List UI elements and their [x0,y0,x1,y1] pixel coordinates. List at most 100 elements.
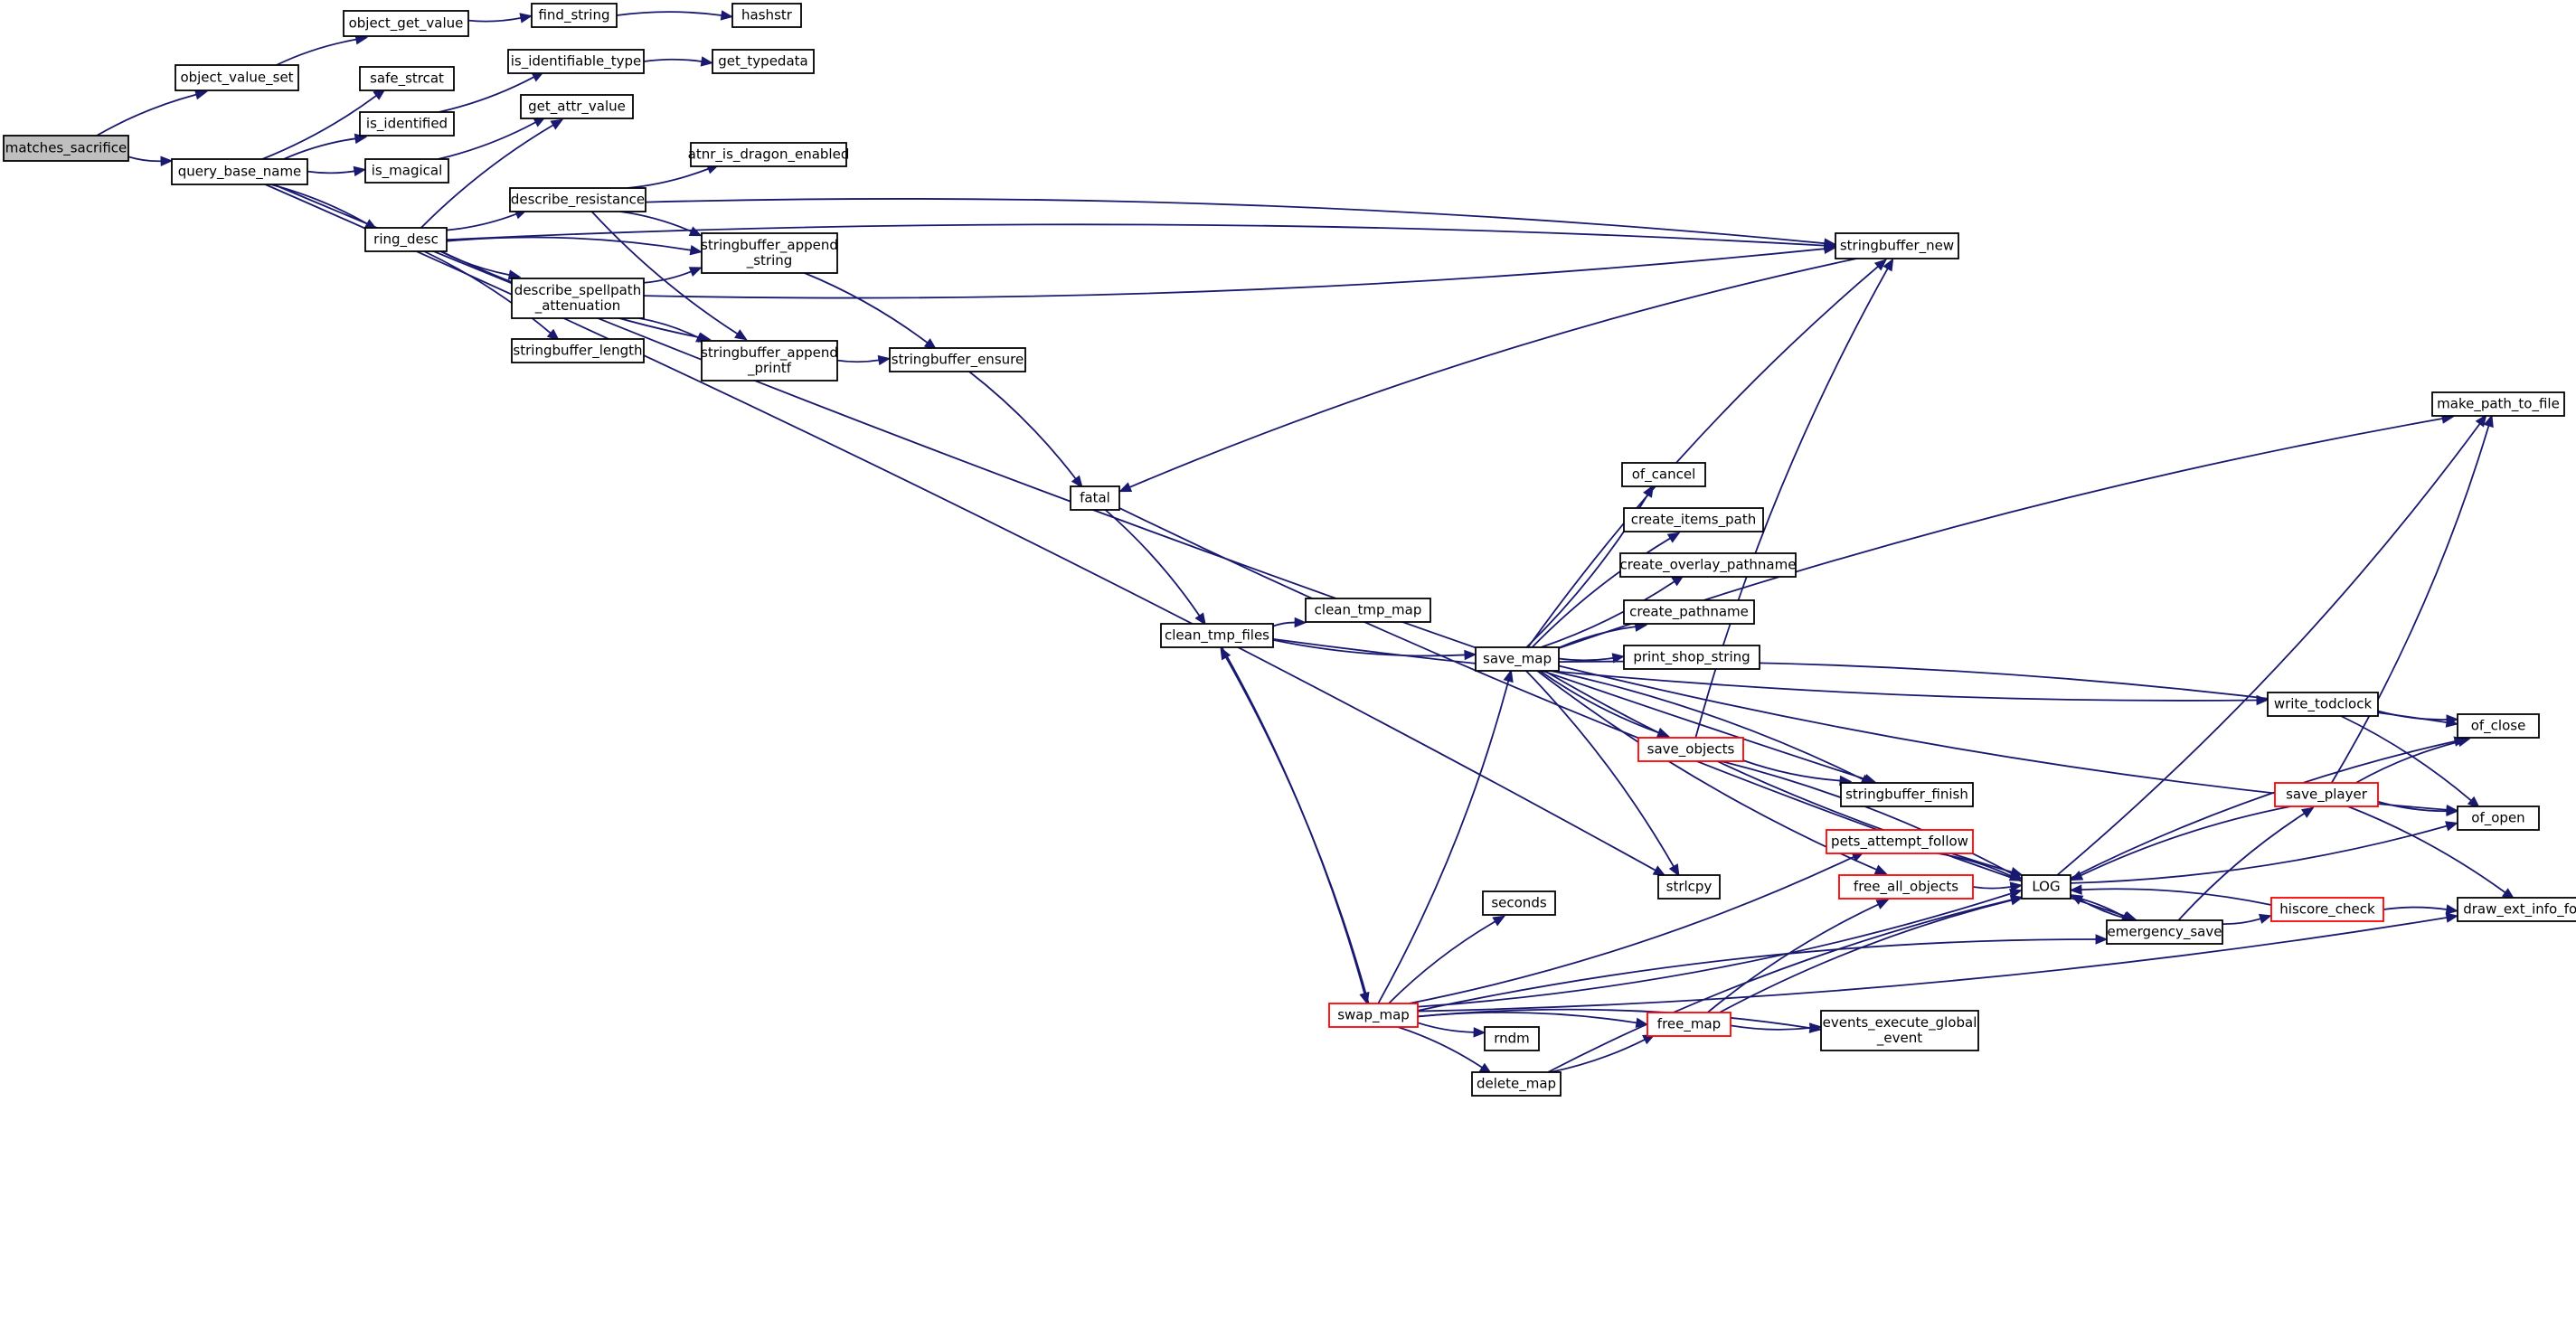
node-box [1305,598,1431,623]
node-box [359,66,455,91]
node-stringbuffer_append_printf[interactable]: stringbuffer_append_printf [701,340,838,382]
node-free_all_objects[interactable]: free_all_objects [1838,874,1974,900]
node-clean_tmp_map[interactable]: clean_tmp_map [1305,598,1431,623]
node-draw_ext_info_format[interactable]: draw_ext_info_format [2457,897,2576,922]
edge-object_value_set-to-object_get_value [276,34,369,66]
node-label: safe_strcat [370,71,444,88]
node-label: emergency_save [2108,924,2222,941]
node-pets_attempt_follow[interactable]: pets_attempt_follow [1826,829,1974,854]
edge-save_player-to-make_path_to_file [2330,414,2494,784]
edge-save_player-to-of_close [2355,737,2471,784]
node-of_open[interactable]: of_open [2457,806,2540,831]
node-LOG[interactable]: LOG [2021,874,2071,900]
node-create_pathname[interactable]: create_pathname [1623,599,1755,625]
node-label: fatal [1080,490,1110,506]
node-hashstr[interactable]: hashstr [731,3,802,28]
node-describe_spellpath_attenuation[interactable]: describe_spellpath_attenuation [511,278,645,319]
node-create_overlay_pathname[interactable]: create_overlay_pathname [1619,552,1797,578]
node-object_value_set[interactable]: object_value_set [175,64,299,91]
node-box [364,227,448,252]
node-save_player[interactable]: save_player [2274,782,2379,807]
edge-swap_map-to-pets_attempt_follow [1409,852,1865,1004]
edge-ring_desc-to-describe_resistance [446,209,528,231]
node-label: describe_spellpath [514,282,641,299]
node-print_shop_string[interactable]: print_shop_string [1623,645,1760,670]
node-of_cancel[interactable]: of_cancel [1621,462,1706,487]
node-hiscore_check[interactable]: hiscore_check [2270,897,2384,922]
node-box [1621,462,1706,487]
node-of_close[interactable]: of_close [2457,713,2540,739]
node-label: stringbuffer_ensure [892,352,1024,369]
edges-layer [96,10,2515,1075]
node-make_path_to_file[interactable]: make_path_to_file [2431,391,2565,417]
node-label: create_pathname [1629,604,1749,621]
node-is_magical[interactable]: is_magical [364,158,449,184]
node-get_typedata[interactable]: get_typedata [712,49,815,74]
edge-stringbuffer_new-to-fatal [1118,258,1857,493]
node-box [2267,692,2379,717]
node-box [175,64,299,91]
node-label: find_string [538,7,609,24]
node-is_identified[interactable]: is_identified [359,111,455,137]
node-box [1657,874,1721,900]
node-box [2457,806,2540,831]
edge-stringbuffer_append_string-to-stringbuffer_ensure [804,272,938,351]
node-events_execute_global_event[interactable]: events_execute_global_event [1820,1010,1979,1051]
node-box [2457,897,2576,922]
node-label: get_typedata [718,53,807,71]
node-label: _printf [747,360,792,377]
node-is_identifiable_type[interactable]: is_identifiable_type [507,49,645,74]
node-stringbuffer_new[interactable]: stringbuffer_new [1835,232,1959,259]
edge-swap_map-to-draw_ext_info_format [1417,912,2459,1013]
node-describe_resistance[interactable]: describe_resistance [509,187,646,212]
node-free_map[interactable]: free_map [1647,1012,1731,1037]
node-save_objects[interactable]: save_objects [1637,737,1744,762]
node-create_items_path[interactable]: create_items_path [1623,507,1764,532]
node-emergency_save[interactable]: emergency_save [2106,919,2223,945]
edge-swap_map-to-rndm [1417,1022,1486,1038]
node-get_attr_value[interactable]: get_attr_value [520,94,634,119]
node-label: hiscore_check [2279,901,2375,919]
node-stringbuffer_append_string[interactable]: stringbuffer_append_string [701,232,838,274]
node-box [1647,1012,1731,1037]
node-write_todclock[interactable]: write_todclock [2267,692,2379,717]
node-box [511,338,645,363]
node-box [1840,782,1974,807]
node-fatal[interactable]: fatal [1070,485,1120,511]
node-save_map[interactable]: save_map [1475,646,1560,672]
node-stringbuffer_finish[interactable]: stringbuffer_finish [1840,782,1974,807]
node-find_string[interactable]: find_string [531,3,618,28]
node-label: ring_desc [373,231,439,249]
node-stringbuffer_length[interactable]: stringbuffer_length [511,338,645,363]
edge-stringbuffer_append_printf-to-stringbuffer_ensure [836,354,892,366]
node-stringbuffer_ensure[interactable]: stringbuffer_ensure [889,347,1026,372]
edge-clean_tmp_files-to-clean_tmp_map [1272,617,1307,628]
edge-save_objects-to-stringbuffer_finish [1742,759,1853,787]
node-strlcpy[interactable]: strlcpy [1657,874,1721,900]
node-atnr_is_dragon_enabled[interactable]: atnr_is_dragon_enabled [688,142,850,167]
node-box [3,135,129,162]
node-safe_strcat[interactable]: safe_strcat [359,66,455,91]
node-label: _attenuation [534,297,621,315]
node-rndm[interactable]: rndm [1484,1026,1540,1051]
node-box [364,158,449,184]
nodes-layer: matches_sacrifice object_value_set query_b… [3,3,2576,1097]
node-box [511,278,645,319]
node-delete_map[interactable]: delete_map [1471,1071,1562,1097]
node-seconds[interactable]: seconds [1482,890,1556,916]
edge-query_base_name-to-is_identified [283,133,368,160]
node-ring_desc[interactable]: ring_desc [364,227,448,252]
edge-swap_map-to-clean_tmp_files [1220,646,1370,1004]
node-box [1160,623,1274,648]
node-matches_sacrifice[interactable]: matches_sacrifice [3,135,129,162]
node-box [1826,829,1974,854]
edge-save_player-to-LOG [2070,806,2291,881]
node-query_base_name[interactable]: query_base_name [171,158,308,185]
node-object_get_value[interactable]: object_get_value [343,10,469,37]
node-box [2270,897,2384,922]
node-box [2457,713,2540,739]
node-swap_map[interactable]: swap_map [1328,1003,1419,1028]
edge-save_map-to-strlcpy [1525,670,1680,877]
edge-describe_spellpath_attenuation-to-stringbuffer_new [643,243,1837,299]
node-clean_tmp_files[interactable]: clean_tmp_files [1160,623,1274,648]
